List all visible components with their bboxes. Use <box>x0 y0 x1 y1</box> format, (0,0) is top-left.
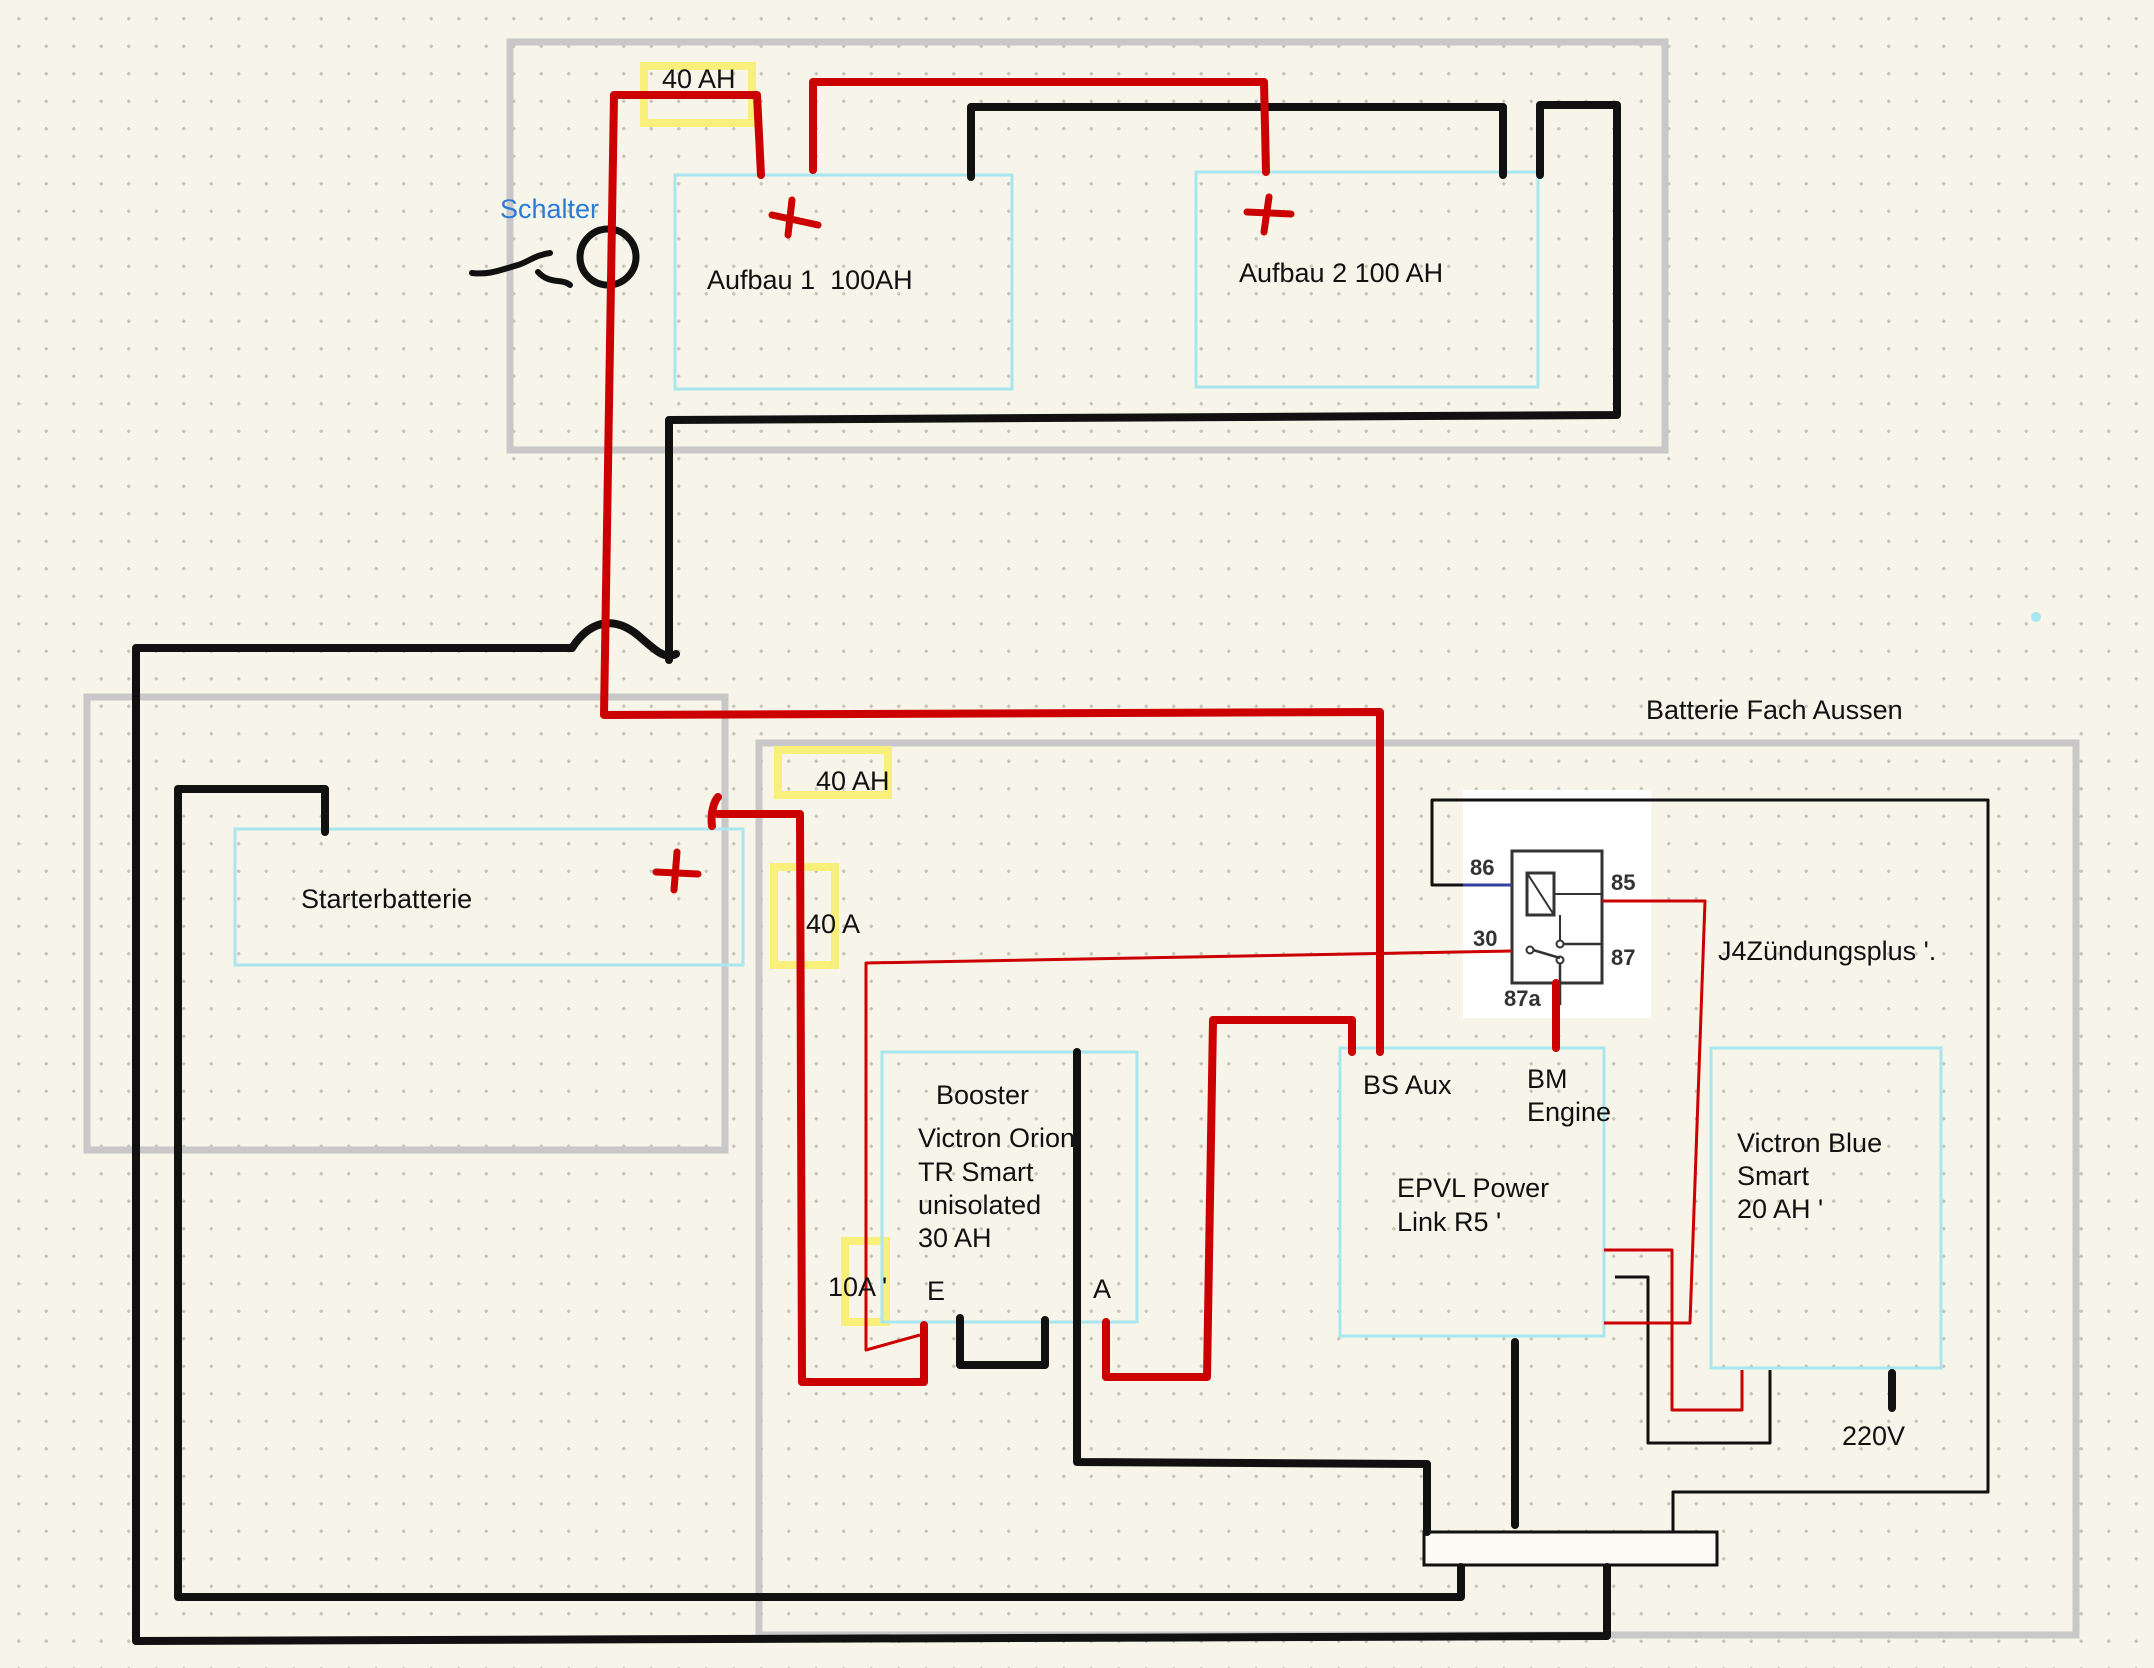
fuse-mid-label: 40 AH <box>816 766 890 796</box>
enclosure-aufbau <box>506 38 1669 454</box>
victron-line-3: 20 AH ' <box>1737 1194 1824 1224</box>
epvl-name-1: EPVL Power <box>1397 1173 1550 1203</box>
aufbau-1-label: Aufbau 1 100AH <box>707 265 913 295</box>
epvl-name-2: Link R5 ' <box>1397 1207 1502 1237</box>
battery-starter <box>233 827 745 967</box>
schalter-label: Schalter <box>500 194 600 224</box>
relay-86-label: 86 <box>1470 855 1495 880</box>
ground-bus-bar <box>1422 1530 1719 1567</box>
booster-line-3: unisolated <box>918 1190 1042 1220</box>
v220-label: 220V <box>1842 1421 1906 1451</box>
thin-positive-wires <box>864 899 1744 1412</box>
battery-aufbau-1 <box>673 173 1014 391</box>
thick-negative-wires <box>132 101 1896 1645</box>
thick-positive-wires <box>600 78 1560 1386</box>
starterbatterie-label: Starterbatterie <box>301 884 473 914</box>
booster-a-label: A <box>1093 1274 1112 1304</box>
relay-85-label: 85 <box>1611 870 1636 895</box>
epvl-bs-aux-label: BS Aux <box>1363 1070 1452 1100</box>
battery-aufbau-2 <box>1194 170 1540 389</box>
plus-markers <box>652 193 1295 894</box>
relay-87-label: 87 <box>1611 945 1636 970</box>
batterie-fach-label: Batterie Fach Aussen <box>1646 695 1903 725</box>
booster-line-2: TR Smart <box>918 1157 1034 1187</box>
aufbau-2-label: Aufbau 2 100 AH <box>1239 258 1444 288</box>
booster-title: Booster <box>936 1080 1030 1110</box>
stray-dot <box>2031 612 2041 622</box>
fuse-top-label: 40 AH <box>662 64 736 94</box>
victron-line-2: Smart <box>1737 1161 1810 1191</box>
enclosure-starter <box>83 693 729 1154</box>
booster-line-4: 30 AH <box>918 1223 992 1253</box>
fuse-10a-label: 10A ' <box>828 1272 888 1302</box>
fuse-mid-highlight <box>774 746 892 799</box>
fuse-40a-label: 40 A <box>806 909 861 939</box>
epvl-engine-label: Engine <box>1527 1097 1612 1127</box>
thin-ground-wires <box>1430 798 1990 1532</box>
epvl-box <box>1338 1046 1606 1338</box>
booster-e-label: E <box>927 1276 946 1306</box>
epvl-bm-label: BM <box>1527 1064 1568 1094</box>
booster-box <box>880 1050 1139 1324</box>
victron-line-1: Victron Blue <box>1737 1128 1883 1158</box>
relay-87a-label: 87a <box>1504 986 1541 1011</box>
victron-box <box>1709 1046 1943 1370</box>
booster-line-1: Victron Orion <box>918 1123 1076 1153</box>
j4-label: J4Zündungsplus '. <box>1718 936 1937 966</box>
relay-30-label: 30 <box>1473 926 1498 951</box>
